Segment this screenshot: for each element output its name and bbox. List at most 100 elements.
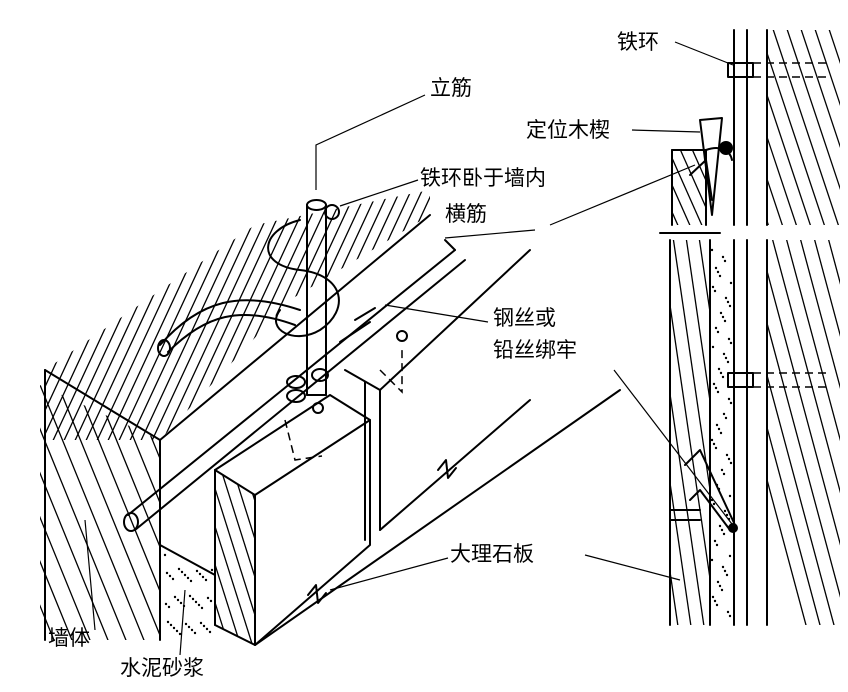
hatch-line [672,150,693,225]
mortar-dot [719,371,723,375]
hatch-line [0,180,20,460]
hatch-line [215,470,255,645]
horizontal-bar [123,239,466,532]
label-iron-ring-section: 铁环 [617,30,659,54]
mortar-dot [719,311,723,315]
hatch-line [0,380,22,650]
hatch-line [769,240,840,625]
mortar-dot [711,345,715,349]
label-vertical-bar: 立筋 [430,76,472,100]
hatch-line [307,190,430,440]
label-iron-ring-in-wall: 铁环卧于墙内 [420,166,546,190]
mortar-dot [210,568,214,572]
mortar-dot [165,571,169,575]
leader-lines-left [84,94,536,656]
wire-ties [284,307,408,461]
mortar-dot [206,596,210,600]
hatch-line [241,470,255,645]
label-wire-tie-line1: 钢丝或 [493,306,556,330]
wall-top-hatching [0,180,430,460]
mortar-dot [718,584,722,588]
mortar-dot [714,446,718,450]
mortar-dot [724,356,728,360]
mortar-dot [191,597,195,601]
mortar-dot [194,600,198,604]
mortar-dot [714,266,718,270]
hatch-line [671,240,710,625]
hatch-line [45,190,164,440]
mortar-dot [726,300,730,304]
hatch-line [215,470,231,645]
hatch-line [40,385,95,640]
mortar-dot [722,352,726,356]
hatch-line [811,240,840,625]
mortar-dot [714,386,718,390]
mortar-dot [725,453,729,457]
mortar-dot [171,577,175,581]
mortar-dot [728,614,732,618]
mortar-dot [726,360,730,364]
hatch-line [45,190,87,440]
mortar-dot [728,554,732,558]
mortar-dot [726,610,730,614]
mortar-dot [712,442,716,446]
hatch-line [45,190,98,440]
mortar-dot [200,606,204,610]
hatch-line [825,30,840,225]
hatch-line [229,470,255,645]
mortar-dot [167,605,171,609]
vertical-bar [306,199,327,396]
mortar-dot [164,602,168,606]
mortar-dot [197,603,201,607]
mortar-dot [717,427,721,431]
hatch-line [45,190,142,440]
mortar-dot [715,423,719,427]
mortar-dot [209,599,213,603]
hatch-line [767,240,839,625]
mortar-dot [710,438,714,442]
hatch-line [839,240,840,625]
hatch-line [153,190,285,440]
hatch-line [215,470,255,645]
hatch-line [91,385,160,640]
mortar-dot [722,532,726,536]
mortar-dot [716,580,720,584]
hatch-line [98,190,230,440]
hatch-line [0,380,4,650]
section-upper [671,29,840,226]
hatch-line [675,150,706,225]
hatch-line [670,240,707,625]
mortar-dot [172,626,176,630]
marble-slab-rear [344,249,531,541]
mortar-dot [719,431,723,435]
hatch-line [767,30,799,225]
hatch-line [783,30,840,225]
mortar-dot [712,382,716,386]
mortar-dot [716,390,720,394]
hatch-line [182,380,292,650]
hatch-line [55,385,160,640]
hatch-line [670,240,694,625]
mortar-dot [169,623,173,627]
hatch-line [253,470,255,645]
mortar-dot [195,569,199,573]
mortar-dot [716,330,720,334]
hatch-line [767,240,825,625]
hatch-line [40,385,149,640]
mortar-dot [725,513,729,517]
mortar-dot [724,416,728,420]
mortar-dot [205,627,209,631]
mortar-dot [723,509,727,513]
hatch-line [218,380,328,650]
hatch-line [45,190,175,440]
mortar-dot [184,622,188,626]
mortar-dot [721,375,725,379]
hatch-line [296,190,428,440]
mortar-dot [723,569,727,573]
hatch-line [767,30,785,225]
label-cement-mortar: 水泥砂浆 [120,656,204,680]
label-marble-slab: 大理石板 [450,542,534,566]
mortar-dot [727,457,731,461]
hatch-line [164,380,274,650]
